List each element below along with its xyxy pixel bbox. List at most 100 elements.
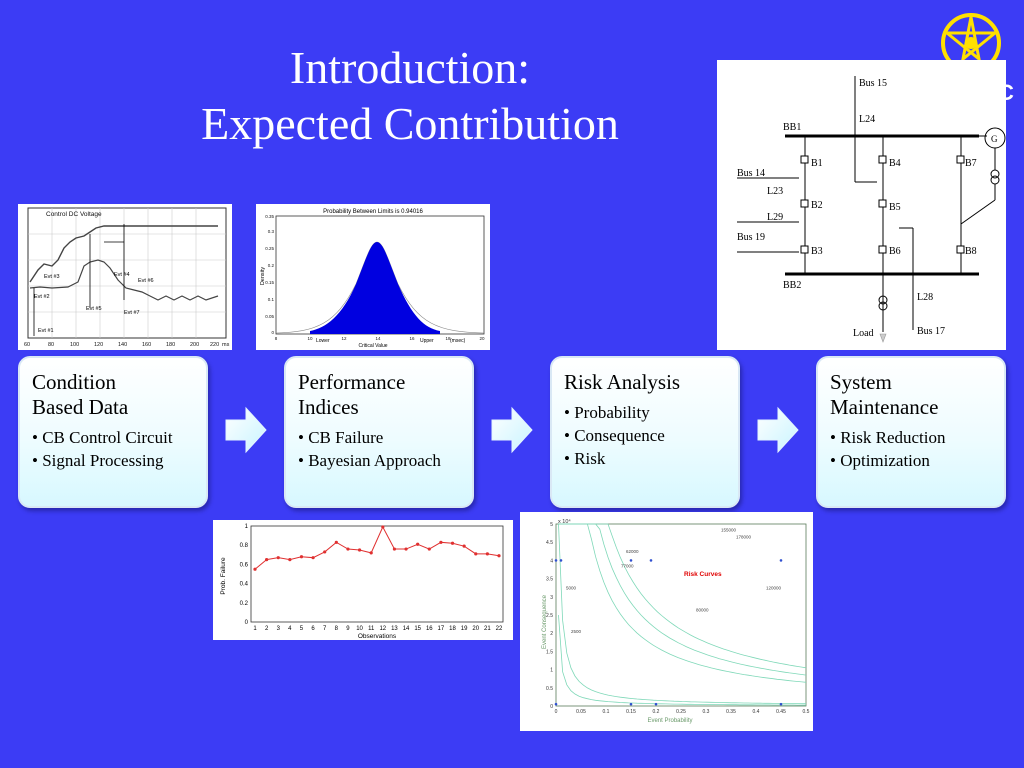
signal-tick: 120 — [94, 342, 103, 348]
failure-point — [323, 550, 327, 554]
event-label-4: Evt #4 — [114, 272, 130, 278]
failure-point — [311, 556, 315, 560]
risk-ytick: 1 — [550, 668, 553, 674]
failure-ytick: 1 — [245, 524, 249, 530]
failure-ytick: 0.8 — [240, 543, 249, 549]
failure-point — [288, 558, 292, 562]
failure-point — [276, 556, 280, 560]
failure-point — [416, 542, 420, 546]
failure-point — [404, 547, 408, 551]
card-title: Risk Analysis — [564, 370, 681, 394]
card-bullet: Probability — [564, 401, 728, 424]
card-bullet: Signal Processing — [32, 449, 196, 472]
event-label-5: Evt #5 — [86, 306, 102, 312]
probability-xtick: 16 — [409, 336, 415, 341]
failure-xtick: 2 — [265, 626, 269, 632]
risk-xtick: 0.4 — [753, 709, 760, 715]
failure-point — [334, 540, 338, 544]
risk-ytick: 4 — [550, 558, 553, 564]
risk-curve — [558, 523, 807, 669]
risk-xtick: 0.35 — [726, 709, 736, 715]
probability-ytick: 0.25 — [265, 246, 274, 251]
failure-xtick: 15 — [414, 626, 421, 632]
risk-y-multiplier: x 10⁴ — [558, 518, 571, 525]
risk-xtick: 0 — [555, 709, 558, 715]
upper-limit-label: Upper — [420, 338, 434, 344]
flow-card-condition-data: Condition Based Data CB Control Circuit … — [18, 356, 208, 508]
flow-arrow-icon — [225, 406, 267, 454]
risk-curve-label: 62000 — [626, 549, 639, 554]
signal-unit: ms — [222, 342, 230, 348]
failure-xtick: 3 — [277, 626, 281, 632]
failure-xtick: 22 — [496, 626, 503, 632]
signal-tick: 60 — [24, 342, 30, 348]
risk-ytick: 0 — [550, 704, 553, 710]
sld-label: B8 — [965, 246, 977, 257]
failure-ytick: 0.2 — [240, 601, 249, 607]
signal-plot: Control DC Voltage Evt #1 Evt #2 Evt #3 … — [24, 207, 230, 348]
probability-ytick: 0.2 — [268, 263, 275, 268]
sld-label: L28 — [917, 292, 933, 303]
risk-ytick: 4.5 — [546, 540, 553, 546]
signal-tick: 200 — [190, 342, 199, 348]
probability-xtick: 12 — [341, 336, 347, 341]
failure-point — [369, 551, 373, 555]
probability-plot: Probability Between Limits is 0.94016 De… — [260, 209, 485, 349]
failure-xtick: 17 — [438, 626, 445, 632]
failure-ylabel: Prob. Failure — [220, 557, 227, 595]
sld-label: L24 — [859, 114, 875, 125]
failure-point — [265, 558, 269, 562]
risk-xtick: 0.5 — [803, 709, 810, 715]
sld-label: Bus 15 — [859, 78, 887, 89]
risk-marker — [554, 559, 558, 562]
sld-label: BB1 — [783, 122, 801, 133]
probability-xtick: 20 — [479, 336, 485, 341]
risk-ytick: 2.5 — [546, 613, 553, 619]
failure-point — [392, 547, 397, 551]
risk-xtick: 0.2 — [653, 709, 660, 715]
card-bullet: Optimization — [830, 449, 994, 472]
card-title: System Maintenance — [830, 370, 939, 419]
card-bullets: Risk Reduction Optimization — [830, 426, 994, 472]
risk-title: Risk Curves — [684, 571, 722, 578]
risk-curve-label: 2500 — [571, 629, 582, 634]
failure-point — [474, 552, 478, 556]
risk-xtick: 0.15 — [626, 709, 636, 715]
single-line-diagram: Bus 15 L24 BB1 Bus 14 L23 L29 Bus 19 B1 … — [737, 76, 1006, 343]
signal-plot-panel: Control DC Voltage Evt #1 Evt #2 Evt #3 … — [18, 204, 232, 350]
sld-label: B3 — [811, 246, 823, 257]
sld-label: B6 — [889, 246, 901, 257]
slide-title: Introduction: Expected Contribution — [100, 40, 720, 152]
card-bullet: Risk — [564, 447, 728, 470]
risk-curve-label: 77000 — [621, 564, 634, 569]
risk-ytick: 0.5 — [546, 686, 553, 692]
risk-ytick: 5 — [550, 522, 553, 528]
sld-label: L23 — [767, 186, 783, 197]
probability-xtick: 18 — [445, 336, 451, 341]
signal-tick: 180 — [166, 342, 175, 348]
failure-point — [299, 555, 304, 559]
sld-label: L29 — [767, 212, 783, 223]
failure-xtick: 20 — [472, 626, 479, 632]
flow-arrow-icon — [757, 406, 799, 454]
probability-unit: (msec) — [450, 338, 466, 344]
risk-curve-label: 155000 — [721, 527, 737, 532]
event-label-1: Evt #1 — [38, 328, 54, 334]
risk-xtick: 0.1 — [603, 709, 610, 715]
risk-marker — [629, 702, 633, 706]
risk-curve-label: 178000 — [736, 535, 752, 540]
failure-point — [450, 541, 455, 545]
card-bullet: Bayesian Approach — [298, 449, 462, 472]
risk-ytick: 3.5 — [546, 577, 553, 583]
signal-tick: 100 — [70, 342, 79, 348]
risk-marker — [649, 559, 653, 562]
sld-label: B4 — [889, 158, 901, 169]
risk-marker — [654, 702, 658, 706]
failure-xtick: 6 — [311, 626, 315, 632]
title-line-1: Introduction: — [289, 42, 531, 93]
risk-curve-label: 80000 — [696, 607, 709, 612]
failure-xtick: 8 — [335, 626, 339, 632]
risk-marker — [554, 702, 558, 706]
failure-ytick: 0 — [245, 620, 249, 626]
failure-point — [462, 544, 466, 548]
